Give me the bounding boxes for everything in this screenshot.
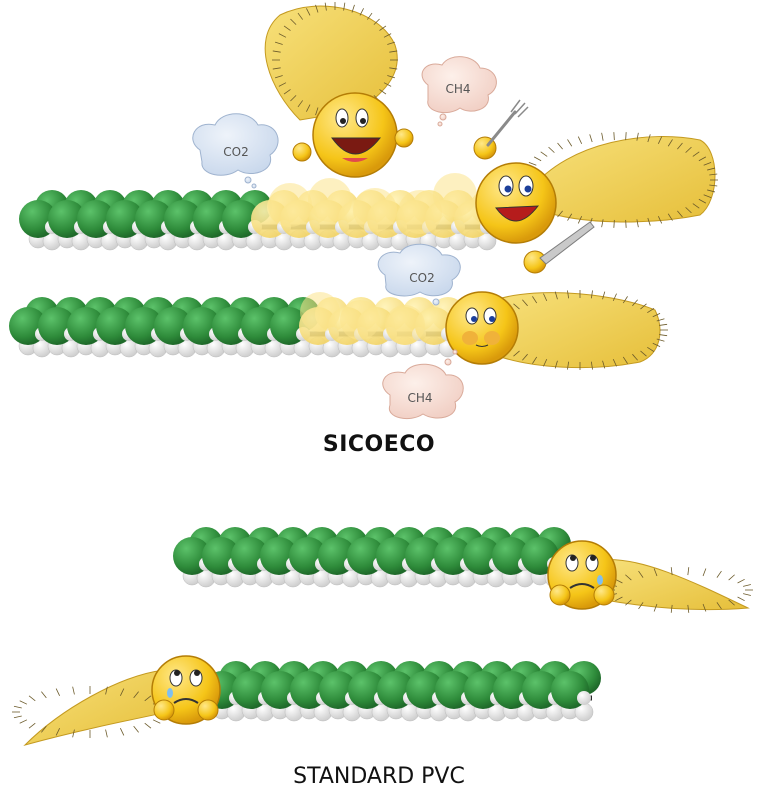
- ch4-label-low: CH4: [407, 391, 432, 405]
- hand-right: [395, 129, 413, 147]
- sicoeco-caption: SICOECO: [0, 432, 758, 457]
- co2-cloud-icon-mid: CO2: [378, 244, 460, 305]
- knife-icon: [540, 222, 594, 264]
- co2-label-top: CO2: [223, 145, 248, 159]
- fork-icon: [488, 100, 528, 145]
- fur-tail-mid: [495, 293, 660, 368]
- ch4-cloud-icon-low: CH4: [383, 350, 463, 419]
- co2-cloud-icon: CO2: [193, 114, 278, 188]
- standard-chain-top: [173, 527, 571, 587]
- fur-tail-sad-left: [25, 670, 168, 745]
- hand-knife: [524, 251, 546, 273]
- ch4-cloud-icon: CH4: [422, 57, 496, 126]
- sad-microbe-right: [548, 541, 616, 609]
- happy-microbe-eating: [474, 137, 556, 273]
- sad-microbe-left: [152, 656, 220, 724]
- standard-pvc-caption: STANDARD PVC: [0, 764, 758, 789]
- hand-left: [293, 143, 311, 161]
- ch4-label-top: CH4: [445, 82, 470, 96]
- co2-label-mid: CO2: [409, 271, 434, 285]
- standard-chain-bottom: [203, 661, 601, 721]
- fur-tail-sad-right: [600, 559, 748, 609]
